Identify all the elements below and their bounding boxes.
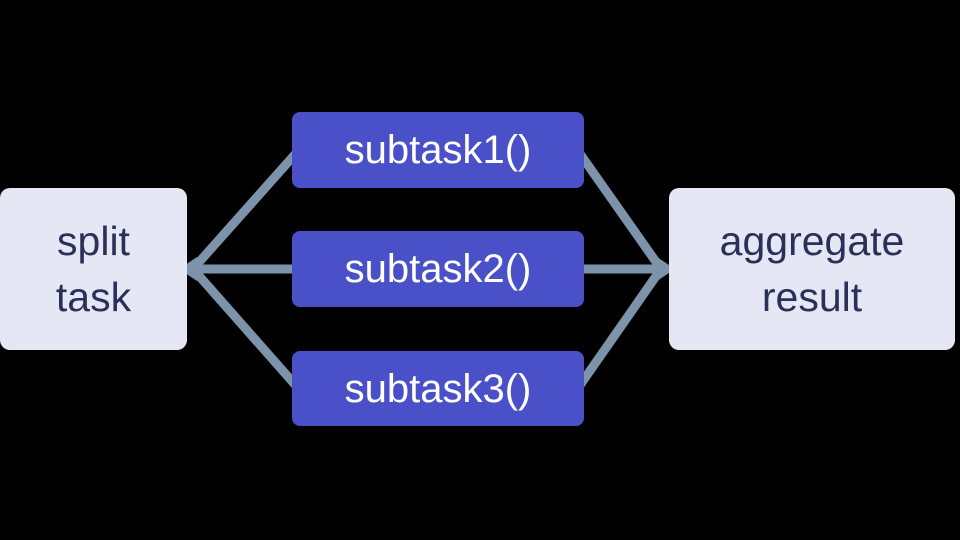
node-subtask3-label: subtask3() (344, 366, 532, 411)
node-subtask1-label: subtask1() (344, 128, 532, 172)
node-aggregate-result-label: aggregate result (719, 218, 905, 320)
node-split-task: split task (0, 188, 187, 350)
connector-subtask1-aggregate (574, 148, 665, 272)
node-aggregate-result: aggregate result (669, 188, 955, 350)
node-subtask1: subtask1() (292, 112, 584, 188)
node-subtask3: subtask3() (292, 351, 584, 426)
node-split-task-label: split task (55, 218, 132, 320)
node-subtask2: subtask2() (292, 231, 584, 307)
node-subtask2-label: subtask2() (344, 247, 532, 291)
connector-split-subtask3 (189, 266, 302, 391)
arrowhead-left-icon (179, 257, 197, 281)
connector-subtask3-aggregate (574, 266, 665, 391)
connector-split-subtask1 (189, 148, 302, 272)
arrowhead-right-icon (657, 257, 675, 281)
